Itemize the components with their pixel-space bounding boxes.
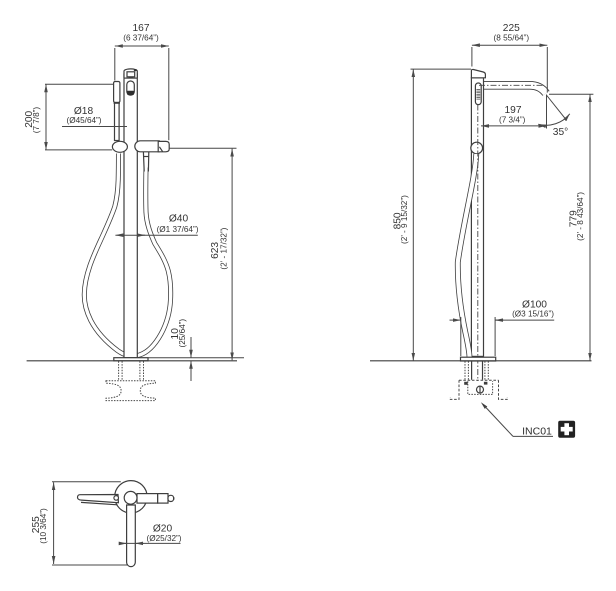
- svg-text:779: 779: [569, 210, 580, 227]
- svg-text:INC01: INC01: [522, 425, 552, 437]
- svg-text:(25/64”): (25/64”): [178, 319, 187, 348]
- svg-text:(2’ - 9 15/32”): (2’ - 9 15/32”): [400, 195, 409, 244]
- svg-text:35°: 35°: [553, 127, 568, 138]
- svg-text:197: 197: [505, 105, 522, 116]
- svg-text:10: 10: [170, 328, 181, 340]
- svg-text:(7 3/4”): (7 3/4”): [499, 115, 526, 124]
- svg-text:Ø100: Ø100: [522, 299, 547, 310]
- svg-text:623: 623: [210, 242, 221, 259]
- svg-text:200: 200: [24, 110, 35, 127]
- svg-text:(6 37/64”): (6 37/64”): [123, 34, 159, 43]
- svg-text:(Ø45/64”): (Ø45/64”): [66, 116, 101, 125]
- svg-text:Ø18: Ø18: [74, 106, 94, 117]
- svg-text:(10 3/64”): (10 3/64”): [39, 508, 48, 544]
- svg-text:(2’ - 17/32”): (2’ - 17/32”): [219, 227, 228, 269]
- svg-text:255: 255: [31, 516, 42, 533]
- svg-text:(Ø25/32”): (Ø25/32”): [146, 534, 181, 543]
- svg-text:Ø40: Ø40: [169, 214, 189, 225]
- svg-text:(7 7/8”): (7 7/8”): [32, 107, 41, 134]
- svg-text:(Ø1 37/64”): (Ø1 37/64”): [157, 225, 199, 234]
- svg-text:225: 225: [503, 23, 520, 34]
- svg-text:167: 167: [133, 23, 150, 34]
- svg-text:(2’ - 8 43/64”): (2’ - 8 43/64”): [576, 192, 585, 241]
- svg-text:Ø20: Ø20: [153, 523, 173, 534]
- svg-text:(8 55/64”): (8 55/64”): [494, 34, 530, 43]
- svg-text:850: 850: [392, 212, 403, 229]
- svg-text:(Ø3 15/16”): (Ø3 15/16”): [512, 310, 554, 319]
